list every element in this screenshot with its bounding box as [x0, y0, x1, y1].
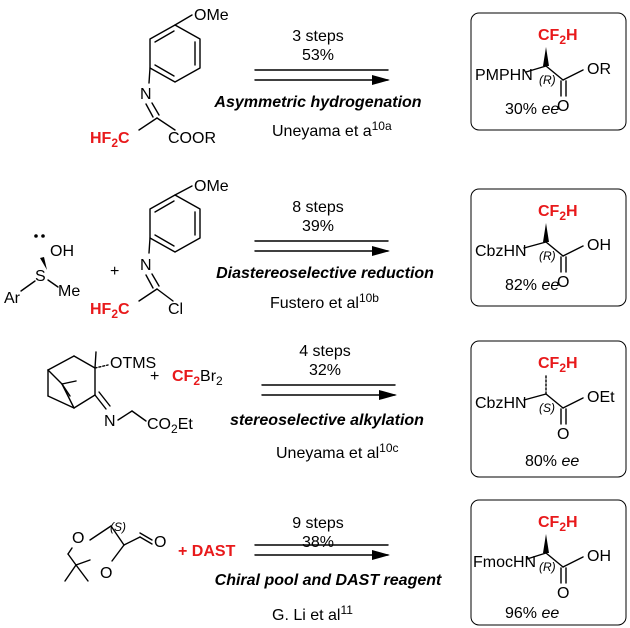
tail-label: OH [587, 548, 611, 565]
ome-label: OMe [194, 178, 229, 195]
row-2-sulfinamine: OH S Ar Me [4, 234, 80, 307]
cf2h-label: CF2H [538, 27, 578, 47]
method-label: Asymmetric hydrogenation [213, 94, 421, 111]
yield-label: 39% [302, 218, 334, 235]
cl-label: Cl [168, 301, 183, 318]
oh-label: OH [50, 243, 74, 260]
cf2h-label: CF2H [538, 355, 578, 375]
carbonyl-o-label: O [557, 585, 569, 602]
row-2-imidoyl-chloride: OMe N HF2C Cl [90, 178, 229, 321]
arrow-head [372, 246, 390, 256]
otms-label: OTMS [110, 355, 156, 372]
row-4-glyceraldehyde-acetonide: O O (S) O [64, 520, 166, 582]
method-label: Diastereoselective reduction [216, 265, 434, 282]
row-2-product-box: CF2H CbzHN (R) OH O 82% ee [470, 188, 627, 307]
cf2h-label: CF2H [538, 203, 578, 223]
ring-o-2: O [100, 565, 112, 582]
row-3-pinane-imine: OTMS N CO2Et [47, 351, 193, 436]
reference-label: G. Li et al11 [272, 603, 353, 624]
ee-label: 96% ee [505, 605, 559, 622]
ome-label: OMe [194, 7, 229, 24]
row-4-arrow: 9 steps 38% Chiral pool and DAST reagent… [215, 515, 442, 624]
row-1: OMe N HF2C COOR 3 steps 53% Asymmetric h… [90, 7, 627, 150]
imine-n-label: N [140, 86, 152, 103]
row-3: OTMS N CO2Et + CF2Br2 4 steps 32% stereo… [47, 340, 627, 478]
tail-label: OH [587, 237, 611, 254]
tail-label: OEt [587, 389, 615, 406]
row-2: OH S Ar Me + OMe N HF2C Cl 8 steps [4, 178, 627, 321]
carbonyl-o-label: O [557, 98, 569, 115]
ring-o-1: O [72, 530, 84, 547]
config-label: (R) [539, 560, 556, 574]
hf2c-label: HF2C [90, 301, 130, 321]
carbonyl-o-label: O [557, 274, 569, 291]
row-3-product-box: CF2H CbzHN (S) OEt O 80% ee [470, 340, 627, 478]
row-1-arrow: 3 steps 53% Asymmetric hydrogenation Une… [213, 28, 421, 140]
cf2br2-label: CF2Br2 [172, 368, 223, 388]
method-label: Chiral pool and DAST reagent [215, 572, 442, 589]
protecting-group-label: CbzHN [475, 395, 527, 412]
benzene-ring [149, 194, 201, 253]
config-label: (R) [539, 73, 556, 87]
coor-label: COOR [168, 130, 216, 147]
tail-label: OR [587, 61, 611, 78]
config-label: (S) [539, 401, 555, 415]
row-4-product-box: CF2H FmocHN (R) OH O 96% ee [470, 499, 627, 626]
plus-sign: + [150, 368, 159, 385]
protecting-group-label: CbzHN [475, 243, 527, 260]
co2et-label: CO2Et [147, 416, 193, 436]
benzene-ring [149, 24, 201, 83]
imine-n-label: N [140, 257, 152, 274]
config-label: (R) [539, 249, 556, 263]
reference-label: Uneyama et a10a [272, 119, 392, 140]
arrow-head [379, 390, 397, 400]
cf2h-label: CF2H [538, 514, 578, 534]
arrow-head [372, 75, 390, 85]
ar-label: Ar [4, 290, 21, 307]
steps-label: 3 steps [292, 28, 344, 45]
row-3-arrow: 4 steps 32% stereoselective alkylation U… [230, 343, 424, 462]
row-2-arrow: 8 steps 39% Diastereoselective reduction… [216, 199, 434, 312]
hf2c-label: HF2C [90, 130, 130, 150]
steps-label: 4 steps [299, 343, 351, 360]
carbonyl-o-label: O [557, 426, 569, 443]
arrow-head [372, 550, 390, 560]
config-label: (S) [110, 520, 126, 534]
method-label: stereoselective alkylation [230, 412, 424, 429]
protecting-group-label: FmocHN [473, 554, 536, 571]
ee-label: 82% ee [505, 277, 559, 294]
plus-dast-label: + DAST [178, 543, 236, 560]
row-4: O O (S) O + DAST 9 steps 38% Chiral pool… [64, 499, 627, 626]
steps-label: 8 steps [292, 199, 344, 216]
aldehyde-o: O [154, 534, 166, 551]
steps-label: 9 steps [292, 515, 344, 532]
reference-label: Fustero et al10b [270, 291, 379, 312]
s-label: S [35, 268, 46, 285]
row-1-reactant: OMe N HF2C COOR [90, 7, 229, 150]
row-1-product-box: CF2H PMPHN (R) OR O 30% ee [470, 12, 627, 131]
imine-n-label: N [104, 413, 116, 430]
me-label: Me [58, 283, 80, 300]
yield-label: 32% [309, 362, 341, 379]
protecting-group-label: PMPHN [475, 67, 533, 84]
reference-label: Uneyama et al10c [276, 441, 399, 462]
ee-label: 30% ee [505, 101, 559, 118]
yield-label: 38% [302, 534, 334, 551]
plus-sign: + [110, 263, 119, 280]
ee-label: 80% ee [525, 453, 579, 470]
yield-label: 53% [302, 47, 334, 64]
